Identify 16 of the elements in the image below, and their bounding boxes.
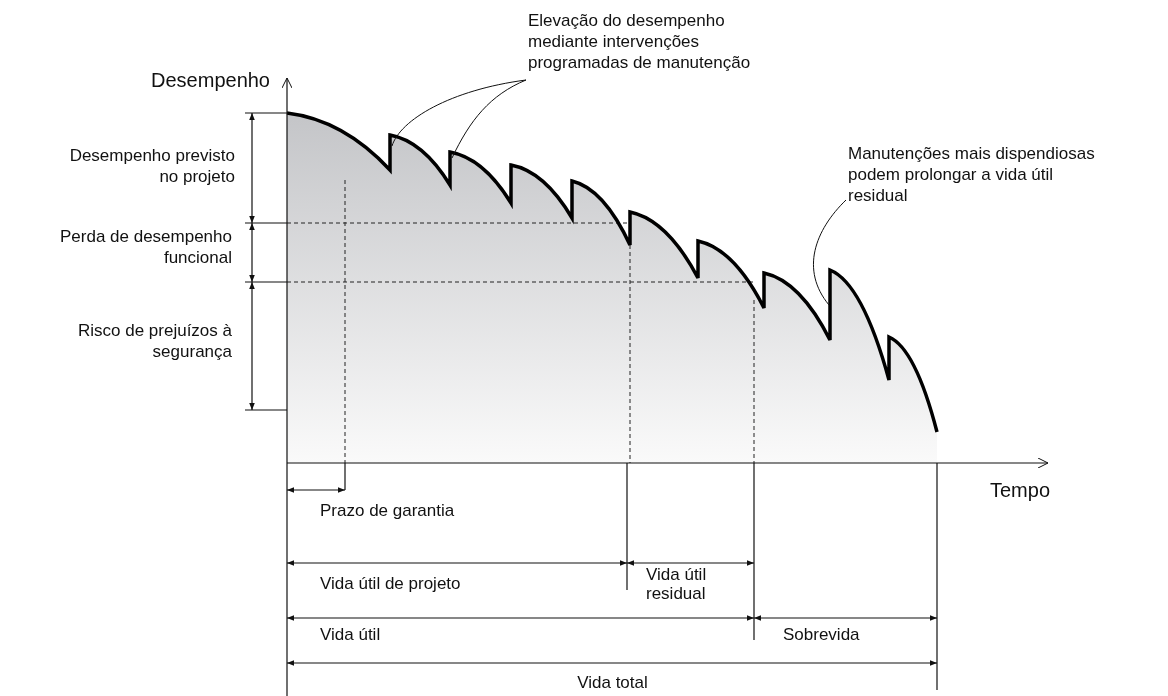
dimension-label: Risco de prejuízos à segurança [76, 320, 232, 362]
leader-line [391, 79, 527, 147]
dimension-label: Vida útil [320, 624, 382, 645]
dimension-label: Sobrevida [783, 624, 861, 645]
dimension-label: Prazo de garantia [320, 500, 456, 521]
dimension-label: Perda de desempenho funcional [58, 226, 232, 268]
leader-line [813, 199, 847, 306]
callout-text: Manutenções mais dispendiosas podem prolongar a vida útil residual [848, 143, 1110, 206]
callout-text: Elevação do desempenho mediante intervenções programadas de manutenção [528, 10, 760, 73]
dimension-label: Desempenho previsto no projeto [68, 145, 235, 187]
dimension-label: Vida útil de projeto [320, 573, 462, 594]
axis-title: Tempo [990, 480, 1052, 501]
leader-line [451, 79, 527, 159]
dimension-label: Vida útil residual [646, 565, 708, 603]
axis-title: Desempenho [150, 70, 270, 91]
dimension-label: Vida total [576, 672, 649, 693]
